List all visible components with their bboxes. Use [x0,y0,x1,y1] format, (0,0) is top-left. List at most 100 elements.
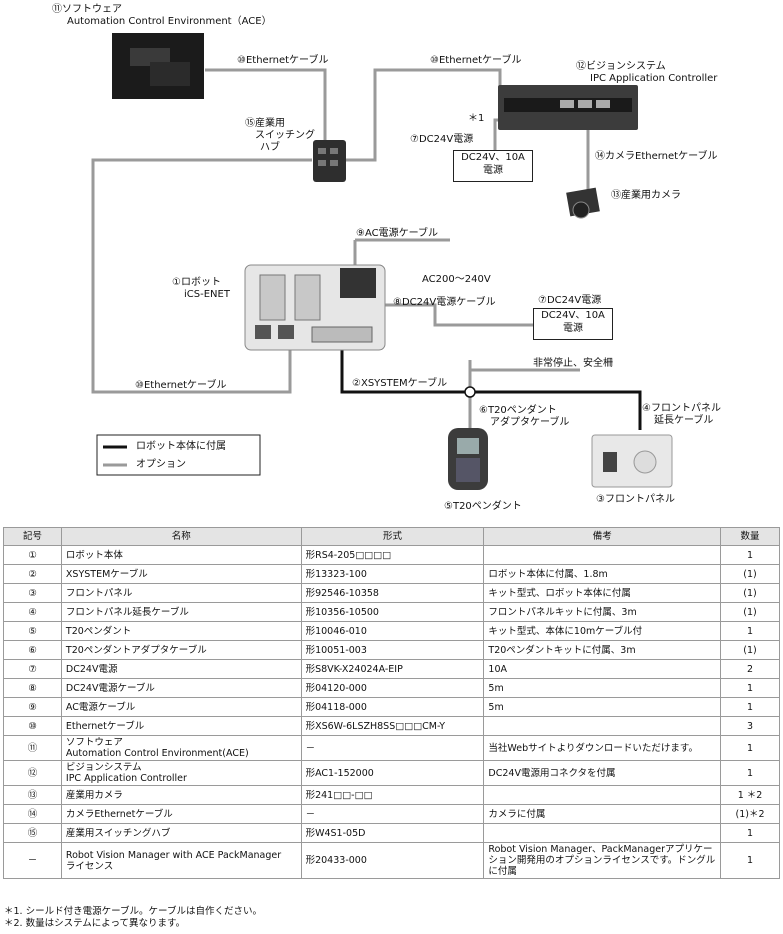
xsystem-cable [340,340,642,430]
header-quantity: 数量 [720,527,780,546]
cell-remarks [483,545,722,565]
cell-symbol: ⑮ [3,823,62,843]
cell-name: 産業用カメラ [60,785,302,805]
cell-name: ロボット本体 [60,545,302,565]
xsystem-label: ②XSYSTEMケーブル [352,378,448,389]
note-mark: ＊1 [468,113,485,124]
cell-remarks: カメラに付属 [483,804,722,824]
cell-remarks: ロボット本体に付属、1.8m [483,564,722,584]
cell-name: フロントパネル延長ケーブル [60,602,302,622]
cell-symbol: ⑪ [3,735,62,761]
vision-sub-label: IPC Application Controller [590,73,718,84]
cell-symbol: ⑨ [3,697,62,717]
header-name: 名称 [60,527,302,546]
cell-name: ビジョンシステム IPC Application Controller [60,760,302,786]
cell-quantity: 1 [720,823,780,843]
cell-quantity: 1 [720,678,780,698]
cell-model: － [300,804,485,824]
footnotes: ＊1. シールド付き電源ケーブル。ケーブルは自作ください。 ＊2. 数量はシステ… [4,906,262,930]
table-header-row: 記号 名称 形式 備考 数量 [3,527,780,546]
dc24v-box-1: DC24V、10A 電源 [453,150,533,182]
dc24v-box-1-line1: DC24V、10A [461,152,525,163]
header-symbol: 記号 [3,527,62,546]
hub-label-2: スイッチング [255,130,315,141]
cell-model: 形10051-003 [300,640,485,660]
cell-quantity: (1) [720,602,780,622]
dc24v-box-2-line1: DC24V、10A [541,310,605,321]
cell-model: 形10356-10500 [300,602,485,622]
dc24v-box-2-line2: 電源 [563,323,583,334]
system-configuration-diagram: ⑪ソフトウェア Automation Control Environment（A… [52,4,721,512]
cell-quantity: (1) [720,583,780,603]
dc24v-label-2: ⑦DC24V電源 [538,295,602,306]
cell-remarks: DC24V電源用コネクタを付属 [483,760,722,786]
cell-symbol: ② [3,564,62,584]
cell-symbol: ⑩ [3,716,62,736]
cell-name: XSYSTEMケーブル [60,564,302,584]
cell-name: Robot Vision Manager with ACE PackManage… [60,842,302,879]
cell-remarks [483,785,722,805]
table-row: －Robot Vision Manager with ACE PackManag… [3,842,780,879]
legend-black-label: ロボット本体に付属 [136,441,226,452]
ethernet-cable-hub-robot [91,158,312,394]
switching-hub-image [313,140,346,182]
cell-remarks: キット型式、ロボット本体に付属 [483,583,722,603]
cell-symbol: ③ [3,583,62,603]
front-ext-label-2: 延長ケーブル [654,415,714,426]
cell-symbol: ⑭ [3,804,62,824]
cell-remarks [483,716,722,736]
front-panel-image [591,434,673,488]
cell-model: 形10046-010 [300,621,485,641]
cell-model: 形241□□-□□ [300,785,485,805]
camera-ethernet-label: ⑭カメラEthernetケーブル [595,151,718,162]
cell-remarks [483,823,722,843]
header-model: 形式 [300,527,485,546]
ac-range-label: AC200～240V [422,274,491,285]
cell-quantity: 1 [720,842,780,879]
adapter-label-1: ⑥T20ペンダント [479,405,557,416]
vision-label: ⑫ビジョンシステム [576,61,666,72]
cell-symbol: ⑬ [3,785,62,805]
cell-model: 形13323-100 [300,564,485,584]
front-ext-label-1: ④フロントパネル [642,403,721,414]
cell-quantity: 3 [720,716,780,736]
cell-model: 形W4S1-05D [300,823,485,843]
dc24v-power-cable [378,303,533,327]
cell-model: 形04118-000 [300,697,485,717]
connection-lines [91,33,673,490]
ethernet-label-1: ⑩Ethernetケーブル [237,55,329,66]
hub-label-1: ⑮産業用 [245,118,285,129]
dc24v-box-2: DC24V、10A 電源 [533,308,613,340]
cell-name: T20ペンダント [60,621,302,641]
cell-quantity: 1 [720,545,780,565]
legend-box [96,434,261,476]
cell-quantity: 1 ＊2 [720,785,780,805]
software-label: ⑪ソフトウェア [52,4,122,15]
cell-remarks: Robot Vision Manager、PackManagerアプリケーション… [483,842,722,879]
dc24v-label-1: ⑦DC24V電源 [410,134,474,145]
cell-quantity: 1 [720,621,780,641]
cell-model: 形RS4-205□□□□ [300,545,485,565]
cell-name: カメラEthernetケーブル [60,804,302,824]
cell-model: － [300,735,485,761]
cell-name: DC24V電源ケーブル [60,678,302,698]
cell-quantity: 2 [720,659,780,679]
cell-model: 形AC1-152000 [300,760,485,786]
legend-gray-label: オプション [136,459,186,470]
cell-remarks: 10A [483,659,722,679]
cell-name: Ethernetケーブル [60,716,302,736]
front-panel-label: ③フロントパネル [596,494,675,505]
cell-symbol: ① [3,545,62,565]
cell-remarks: フロントパネルキットに付属、3m [483,602,722,622]
footnote-1: ＊1. シールド付き電源ケーブル。ケーブルは自作ください。 [4,906,262,917]
cell-symbol: ⑤ [3,621,62,641]
